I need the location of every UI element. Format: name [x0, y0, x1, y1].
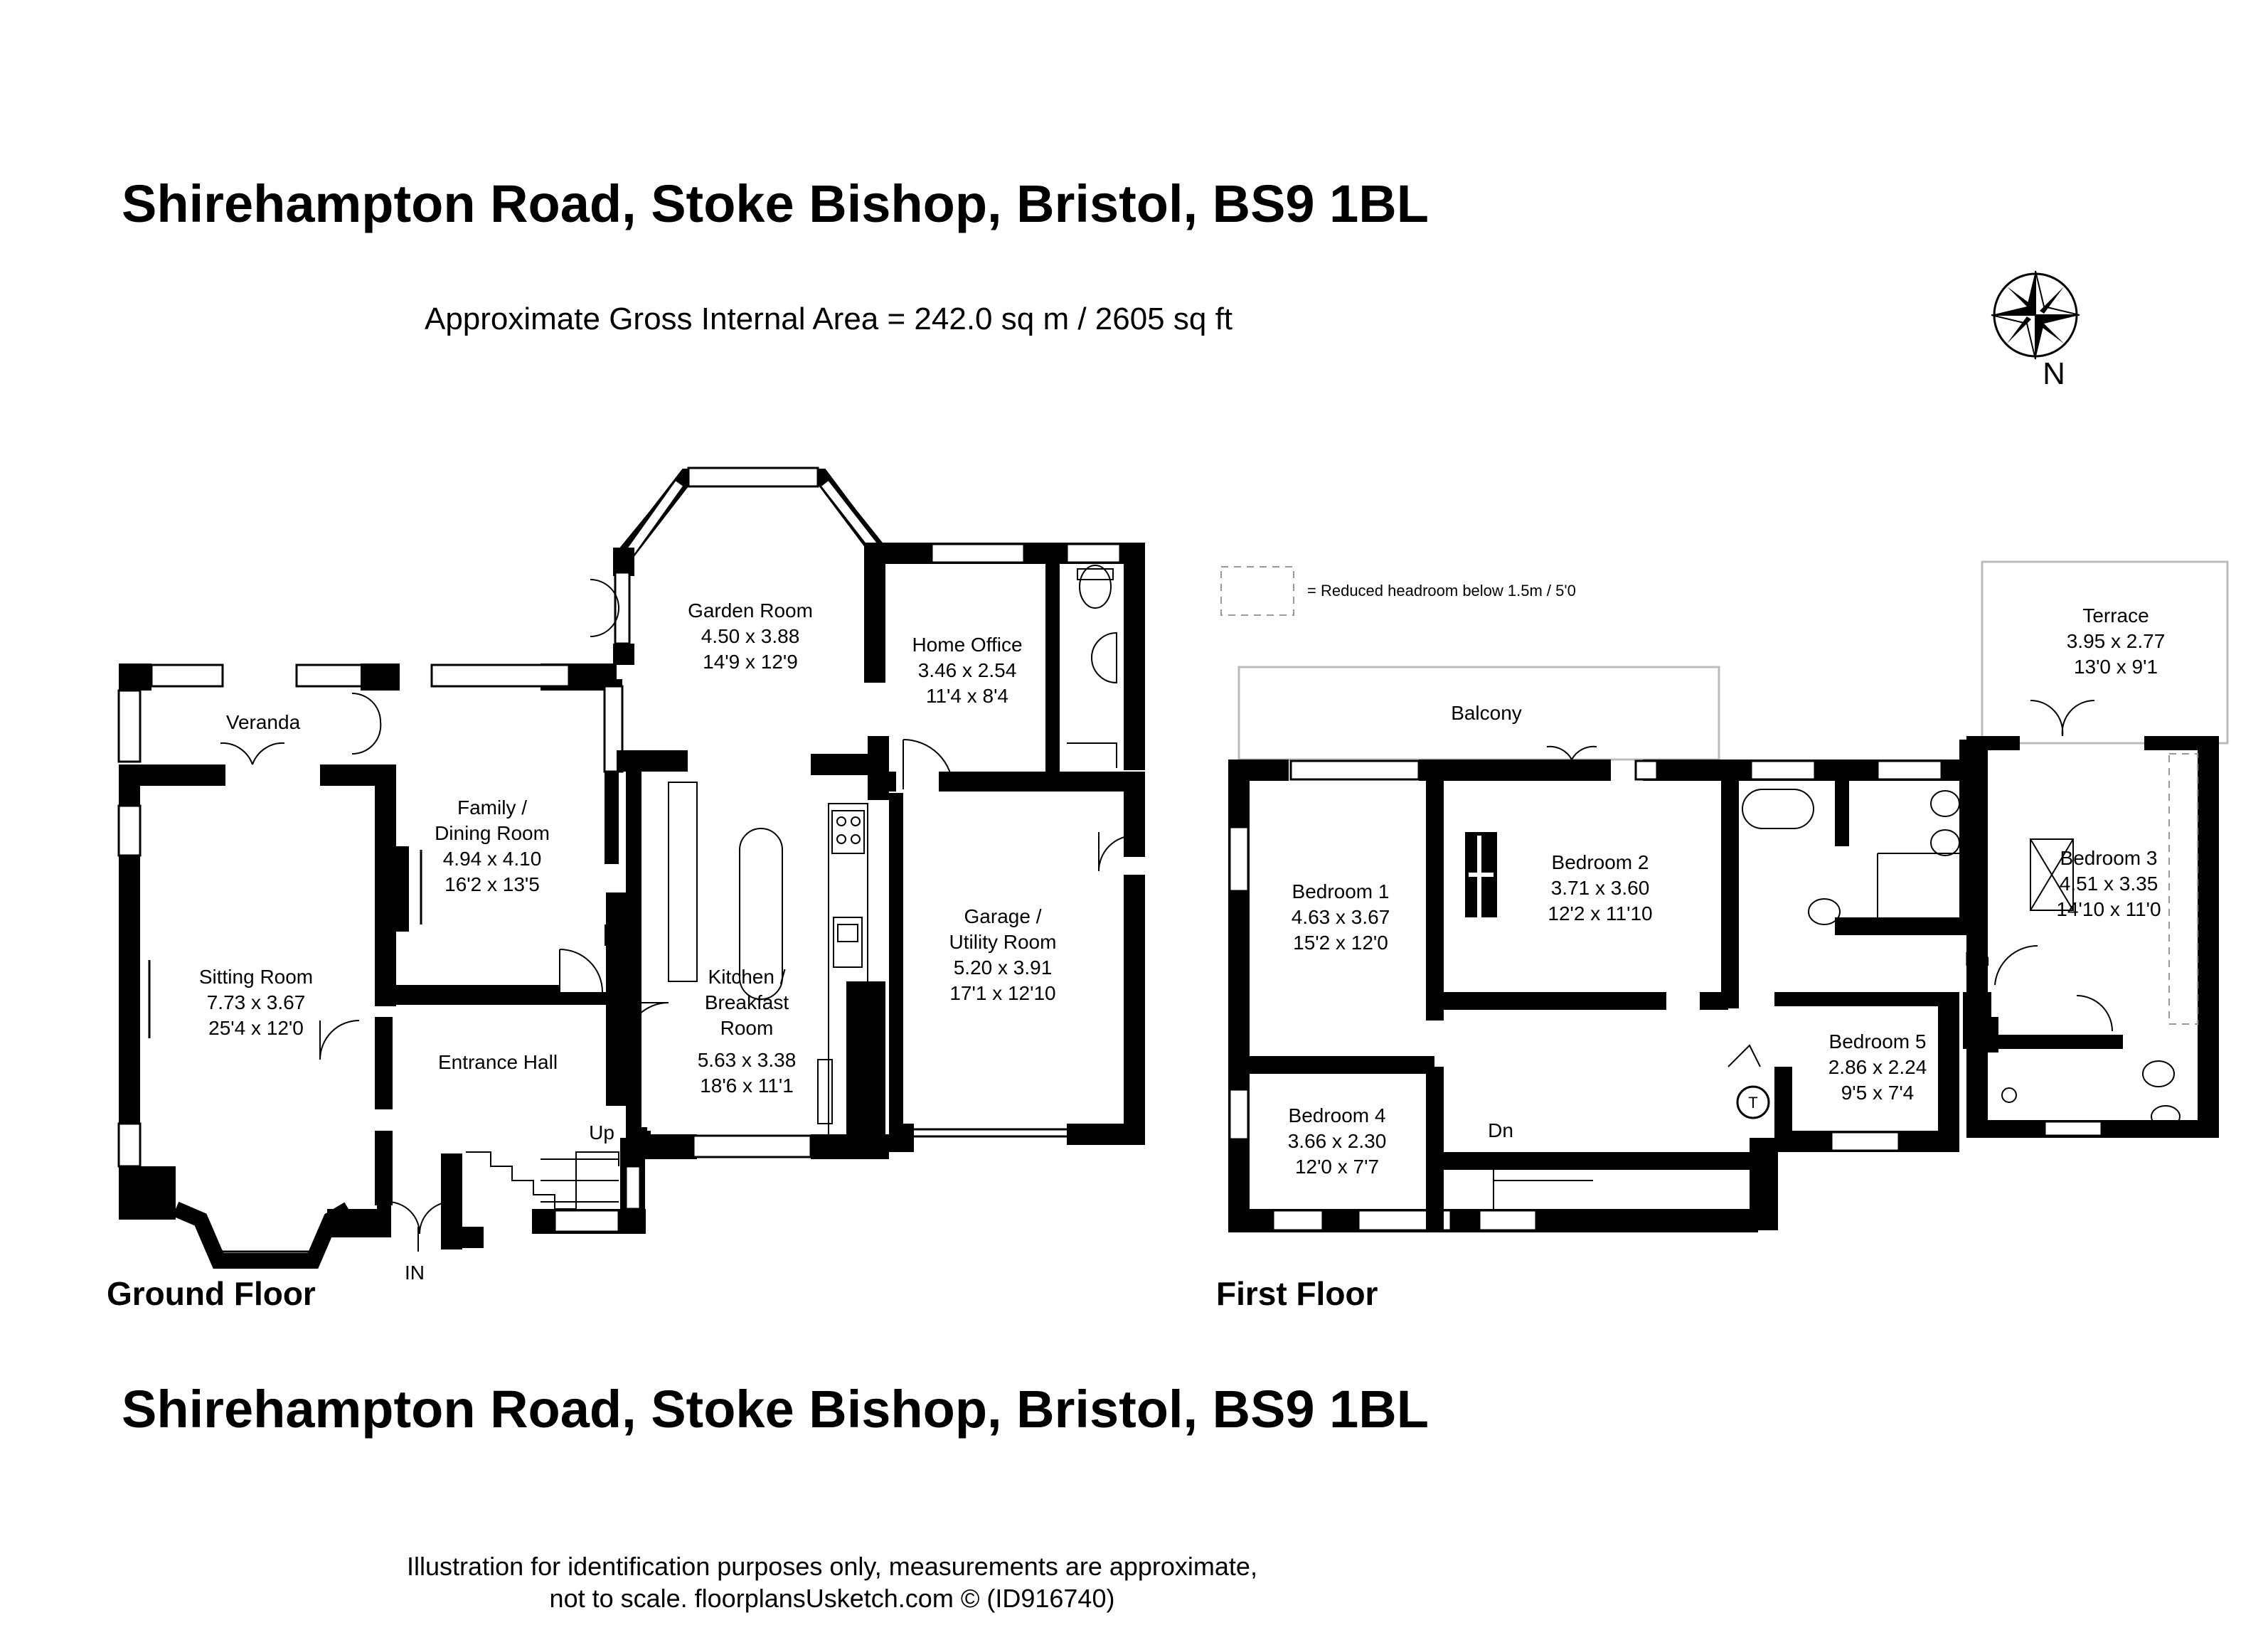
bedroom2-name: Bedroom 2: [1552, 851, 1649, 873]
kitchen-name2: Breakfast: [705, 991, 789, 1013]
bedroom4-name: Bedroom 4: [1289, 1104, 1386, 1126]
sitting-room: Sitting Room 7.73 x 3.67 25'4 x 12'0: [199, 966, 313, 1039]
disclaimer-line-1: Illustration for identification purposes…: [407, 1552, 1257, 1581]
terrace-metric: 3.95 x 2.77: [2067, 630, 2166, 652]
kitchen-name3: Room: [720, 1017, 774, 1039]
bedroom3-imperial: 14'10 x 11'0: [2056, 898, 2161, 920]
sitting-room-name: Sitting Room: [199, 966, 313, 988]
first-floor-plan: [1228, 560, 2229, 1232]
garage-name2: Utility Room: [949, 931, 1057, 953]
bedroom-2: Bedroom 2 3.71 x 3.60 12'2 x 11'10: [1548, 851, 1652, 924]
bedroom-1: Bedroom 1 4.63 x 3.67 15'2 x 12'0: [1292, 880, 1390, 954]
bedroom2-imperial: 12'2 x 11'10: [1548, 902, 1652, 924]
home-office-imperial: 11'4 x 8'4: [926, 685, 1008, 707]
stairs-down-label-2: Dn: [1964, 948, 1990, 970]
stairs-up-label: Up: [589, 1121, 614, 1144]
kitchen-name1: Kitchen /: [708, 966, 786, 988]
ground-floor-label: Ground Floor: [107, 1275, 316, 1312]
family-dining-metric: 4.94 x 4.10: [443, 848, 542, 870]
home-office: Home Office 3.46 x 2.54 11'4 x 8'4: [912, 634, 1022, 707]
garage-metric: 5.20 x 3.91: [954, 956, 1053, 979]
kitchen-metric: 5.63 x 3.38: [698, 1049, 797, 1071]
bedroom-4: Bedroom 4 3.66 x 2.30 12'0 x 7'7: [1288, 1104, 1387, 1178]
ground-floor-stairs: [466, 1151, 619, 1210]
garden-room: Garden Room 4.50 x 3.88 14'9 x 12'9: [688, 599, 813, 673]
garden-room-name: Garden Room: [688, 599, 813, 622]
sitting-room-imperial: 25'4 x 12'0: [208, 1017, 304, 1039]
reduced-headroom-swatch: [1220, 566, 1294, 616]
bedroom4-metric: 3.66 x 2.30: [1288, 1130, 1387, 1152]
garden-room-imperial: 14'9 x 12'9: [703, 651, 798, 673]
terrace: Terrace 3.95 x 2.77 13'0 x 9'1: [2067, 604, 2166, 678]
bedroom5-name: Bedroom 5: [1829, 1030, 1927, 1053]
compass-rose-icon: [1991, 270, 2080, 360]
bedroom1-name: Bedroom 1: [1292, 880, 1390, 902]
family-dining-room: Family / Dining Room 4.94 x 4.10 16'2 x …: [435, 796, 550, 895]
home-office-metric: 3.46 x 2.54: [918, 659, 1017, 681]
kitchen-breakfast-room: Kitchen / Breakfast Room 5.63 x 3.38 18'…: [698, 966, 797, 1097]
terrace-imperial: 13'0 x 9'1: [2074, 656, 2158, 678]
bedroom3-name: Bedroom 3: [2060, 847, 2158, 869]
family-dining-name1: Family /: [457, 796, 527, 819]
address-title-bottom: Shirehampton Road, Stoke Bishop, Bristol…: [122, 1380, 1429, 1439]
garage-utility-room: Garage / Utility Room 5.20 x 3.91 17'1 x…: [949, 905, 1057, 1004]
tank-label: T: [1748, 1094, 1757, 1112]
bedroom3-metric: 4.51 x 3.35: [2060, 873, 2158, 895]
address-title-top: Shirehampton Road, Stoke Bishop, Bristol…: [122, 174, 1429, 233]
bedroom5-imperial: 9'5 x 7'4: [1841, 1082, 1915, 1104]
veranda-label: Veranda: [226, 711, 301, 733]
balcony-label: Balcony: [1451, 702, 1522, 724]
disclaimer-line-2: not to scale. floorplansUsketch.com © (I…: [550, 1584, 1115, 1613]
stairs-down-label: Dn: [1488, 1119, 1513, 1141]
family-dining-name2: Dining Room: [435, 822, 550, 844]
entrance-in-label: IN: [405, 1262, 425, 1284]
family-dining-imperial: 16'2 x 13'5: [444, 873, 540, 895]
gross-internal-area: Approximate Gross Internal Area = 242.0 …: [425, 302, 1233, 336]
garage-imperial: 17'1 x 12'10: [949, 982, 1055, 1004]
sitting-room-metric: 7.73 x 3.67: [207, 991, 306, 1013]
compass-north-label: N: [2043, 356, 2065, 391]
garage-name1: Garage /: [964, 905, 1042, 927]
bedroom4-imperial: 12'0 x 7'7: [1295, 1156, 1379, 1178]
bedroom1-metric: 4.63 x 3.67: [1292, 906, 1390, 928]
bedroom5-metric: 2.86 x 2.24: [1828, 1056, 1927, 1078]
garden-room-metric: 4.50 x 3.88: [701, 625, 800, 647]
bedroom1-imperial: 15'2 x 12'0: [1293, 932, 1388, 954]
kitchen-imperial: 18'6 x 11'1: [700, 1075, 794, 1097]
entrance-hall-label: Entrance Hall: [438, 1051, 558, 1073]
reduced-headroom-legend: = Reduced headroom below 1.5m / 5'0: [1307, 582, 1576, 599]
terrace-name: Terrace: [2082, 604, 2149, 627]
bedroom-3: Bedroom 3 4.51 x 3.35 14'10 x 11'0: [2056, 847, 2161, 920]
first-floor-label: First Floor: [1216, 1275, 1378, 1312]
ground-floor-plan: [117, 467, 1145, 1269]
home-office-name: Home Office: [912, 634, 1022, 656]
bedroom-5: Bedroom 5 2.86 x 2.24 9'5 x 7'4: [1828, 1030, 1927, 1104]
bedroom2-metric: 3.71 x 3.60: [1551, 877, 1650, 899]
